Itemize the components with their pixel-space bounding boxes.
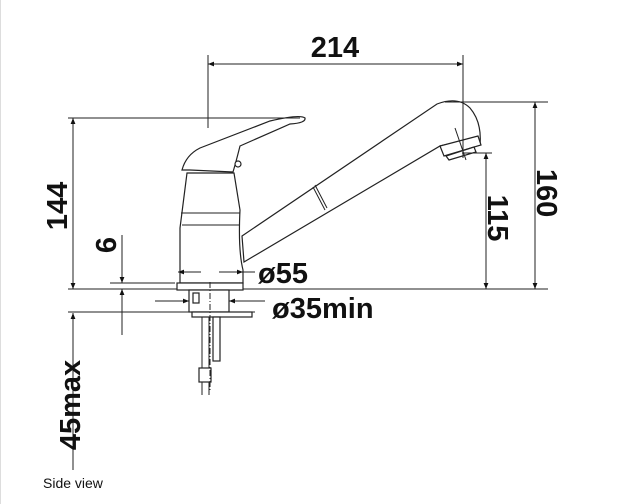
dim-label-o55: ø55 bbox=[258, 258, 308, 290]
faucet bbox=[176, 100, 482, 395]
dimension-lines bbox=[70, 61, 538, 470]
dim-label-o35min: ø35min bbox=[272, 293, 374, 325]
dim-label-115: 115 bbox=[481, 195, 513, 242]
dim-label-214: 214 bbox=[311, 32, 359, 64]
dim-label-160: 160 bbox=[530, 169, 562, 217]
extension-lines bbox=[68, 55, 548, 158]
dim-label-6: 6 bbox=[91, 237, 123, 253]
dim-label-144: 144 bbox=[42, 182, 74, 230]
dim-label-45max: 45max bbox=[55, 360, 87, 450]
view-caption: Side view bbox=[43, 475, 103, 491]
page-border bbox=[0, 0, 1, 504]
